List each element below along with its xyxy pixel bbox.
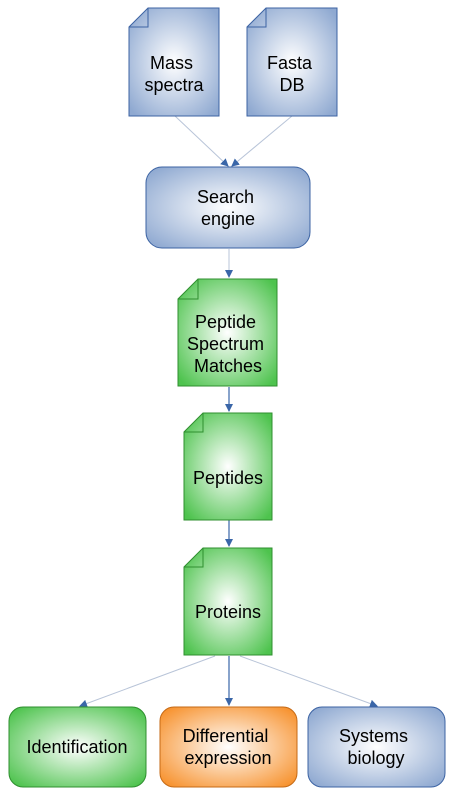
mass-spectra-shape xyxy=(128,7,220,117)
psm-label: Peptide Spectrum Matches xyxy=(187,312,269,376)
edges xyxy=(79,115,378,708)
proteins-label: Proteins xyxy=(195,602,261,622)
peptides-fold xyxy=(184,413,204,433)
node-proteins: Proteins xyxy=(183,547,273,656)
search-engine-label: Search engine xyxy=(197,187,259,229)
peptides-label: Peptides xyxy=(193,468,263,488)
node-peptide-spectrum-matches: Peptide Spectrum Matches xyxy=(177,278,278,387)
fasta-db-shape xyxy=(246,7,338,117)
proteins-fold xyxy=(184,548,204,568)
systems-biology-label: Systems biology xyxy=(339,726,413,768)
psm-shape xyxy=(177,278,278,387)
systems-biology-shape xyxy=(307,706,446,788)
search-engine-shape xyxy=(145,166,311,249)
fasta-db-fold xyxy=(247,8,267,28)
differential-expression-shape xyxy=(159,706,298,788)
node-fasta-db: Fasta DB xyxy=(246,7,338,117)
node-systems-biology: Systems biology xyxy=(307,706,446,788)
proteins-shape xyxy=(183,547,273,656)
differential-expression-label: Differential expression xyxy=(183,726,274,768)
mass-spectra-label: Mass spectra xyxy=(144,53,204,95)
edge-fasta-db-to-search-engine xyxy=(231,115,293,167)
node-differential-expression: Differential expression xyxy=(159,706,298,788)
edge-mass-spectra-to-search-engine xyxy=(174,115,229,167)
node-peptides: Peptides xyxy=(183,412,273,521)
edge-proteins-to-systems-biology xyxy=(239,655,378,708)
mass-spectra-fold xyxy=(129,8,149,28)
node-search-engine: Search engine xyxy=(145,166,311,249)
identification-shape xyxy=(8,706,147,788)
node-identification: Identification xyxy=(8,706,147,788)
identification-label: Identification xyxy=(26,737,127,757)
fasta-db-label: Fasta DB xyxy=(267,53,317,95)
node-mass-spectra: Mass spectra xyxy=(128,7,220,117)
psm-fold xyxy=(178,279,199,300)
peptides-shape xyxy=(183,412,273,521)
edge-proteins-to-identification xyxy=(79,655,216,708)
